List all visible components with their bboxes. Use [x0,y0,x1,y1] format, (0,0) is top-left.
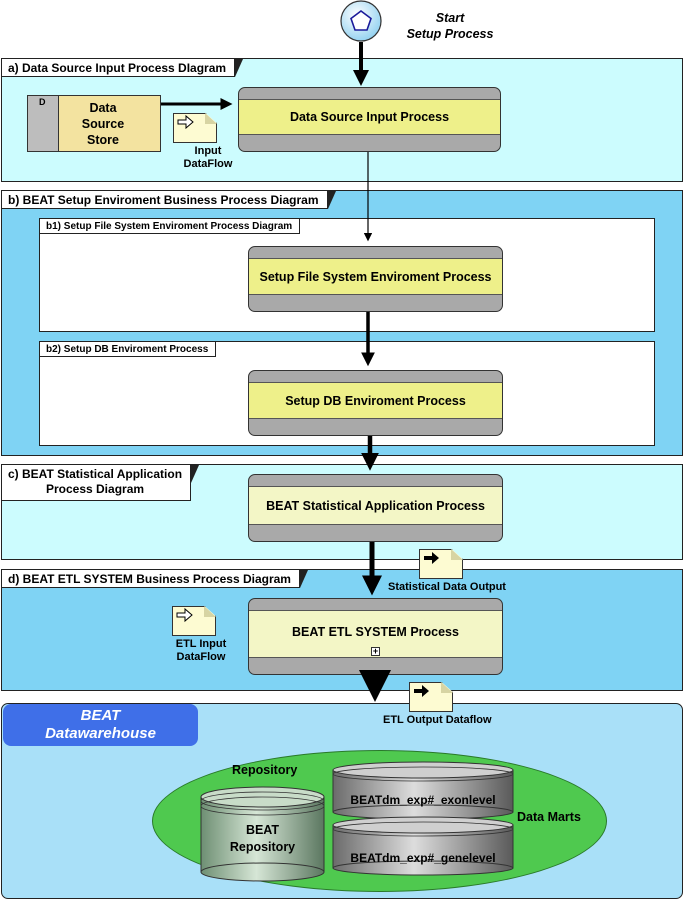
etl-output-fold [441,682,453,693]
section-b2-title: b2) Setup DB Enviroment Process [40,342,217,357]
expand-symbol: + [372,646,379,656]
repo-label-line2: Repository [229,840,296,854]
repo-label-line1: BEAT [245,823,280,837]
input-dataflow-line2: DataFlow [183,158,233,170]
input-dataflow-icon [173,113,217,143]
data-source-input-process-label: Data Source Input Process [239,99,500,135]
mart2-label: BEATdm_exp#_genelevel [350,851,496,865]
etl-input-line2: DataFlow [176,651,226,663]
data-source-store: D Data Source Store [27,95,161,152]
setup-db-process[interactable]: Setup DB Enviroment Process [248,370,503,436]
section-d-title: d) BEAT ETL SYSTEM Business Process Diag… [2,570,308,588]
expand-subprocess-icon[interactable]: + [371,647,380,656]
etl-input-line1: ETL Input [175,638,227,650]
section-b1-title: b1) Setup File System Enviroment Process… [40,219,301,234]
store-label: Data Source Store [81,101,125,147]
section-c-title-line2: Process Diagram [45,482,145,496]
etl-output-label: ETL Output Dataflow [383,714,492,726]
statistical-application-process-label: BEAT Statistical Application Process [249,486,502,525]
etl-system-process[interactable]: BEAT ETL SYSTEM Process + [248,598,503,675]
mart1-label: BEATdm_exp#_exonlevel [350,793,496,807]
input-dataflow-line1: Input [194,145,222,157]
etl-output-icon [409,682,453,712]
etl-input-icon [172,606,216,636]
section-b-title: b) BEAT Setup Enviroment Business Proces… [2,191,336,209]
section-a-title: a) Data Source Input Process DIagram [2,59,244,77]
statistical-application-process[interactable]: BEAT Statistical Application Process [248,474,503,542]
start-label-line2: Setup Process [406,27,494,41]
section-c-title: c) BEAT Statistical Application Process … [2,465,200,501]
warehouse-title-line2: Datawarehouse [45,725,156,742]
data-marts-label: Data Marts [517,810,581,824]
statistical-output-icon [419,549,463,579]
statistical-output-fold [451,549,463,560]
etl-system-process-text: BEAT ETL SYSTEM Process [292,625,459,639]
input-dataflow-fold [205,113,217,124]
etl-input-fold [204,606,216,617]
setup-db-process-label: Setup DB Enviroment Process [249,382,502,419]
pentagon-icon [350,10,372,31]
store-id-cell: D [28,96,59,151]
setup-file-system-process[interactable]: Setup File System Enviroment Process [248,246,503,312]
store-id-letter: D [39,97,46,107]
warehouse-title: BEAT Datawarehouse [3,704,198,746]
etl-input-label: ETL Input DataFlow [168,638,234,664]
input-dataflow-label: Input DataFlow [178,145,238,171]
start-label: Start Setup Process [395,10,505,42]
statistical-output-label: Statistical Data Output [388,581,506,593]
warehouse-title-line1: BEAT [80,707,121,724]
start-label-line1: Start [435,11,465,25]
setup-file-system-process-label: Setup File System Enviroment Process [249,258,502,295]
start-event-icon [340,0,382,42]
repo-cylinder-label: BEAT Repository [201,822,324,856]
section-c-title-line1: c) BEAT Statistical Application [8,467,183,481]
repository-label: Repository [232,763,298,777]
data-source-input-process[interactable]: Data Source Input Process [238,87,501,152]
